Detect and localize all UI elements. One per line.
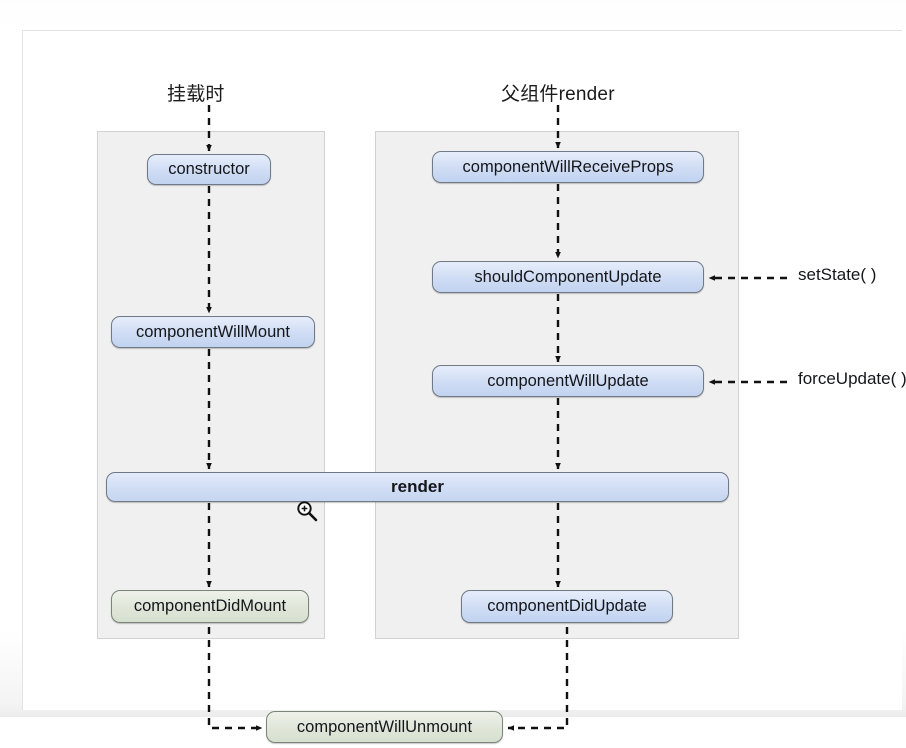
trigger-label-forceupdate: forceUpdate( ) xyxy=(798,369,906,388)
arrow-didmount-to-willunmount xyxy=(207,627,263,731)
node-component-will-mount[interactable]: componentWillMount xyxy=(111,316,315,348)
node-component-did-update[interactable]: componentDidUpdate xyxy=(461,590,673,623)
magnifier-zoom-in-icon xyxy=(297,501,318,522)
node-component-will-receive-props[interactable]: componentWillReceiveProps xyxy=(432,151,704,183)
column-heading-mounting: 挂载时 xyxy=(167,84,225,105)
node-render[interactable]: render xyxy=(106,472,729,502)
node-should-component-update[interactable]: shouldComponentUpdate xyxy=(432,261,704,293)
trigger-label-setstate: setState( ) xyxy=(798,265,877,284)
node-component-will-update[interactable]: componentWillUpdate xyxy=(432,365,704,397)
arrow-didupdate-to-willunmount xyxy=(507,627,569,731)
node-component-did-mount[interactable]: componentDidMount xyxy=(111,590,309,623)
diagram-card: 挂载时 父组件render constructor componentWillM… xyxy=(22,30,906,743)
node-component-will-unmount[interactable]: componentWillUnmount xyxy=(266,711,503,743)
panel-mounting-phase xyxy=(97,131,325,639)
node-constructor[interactable]: constructor xyxy=(147,154,271,185)
column-heading-updating: 父组件render xyxy=(501,84,615,105)
